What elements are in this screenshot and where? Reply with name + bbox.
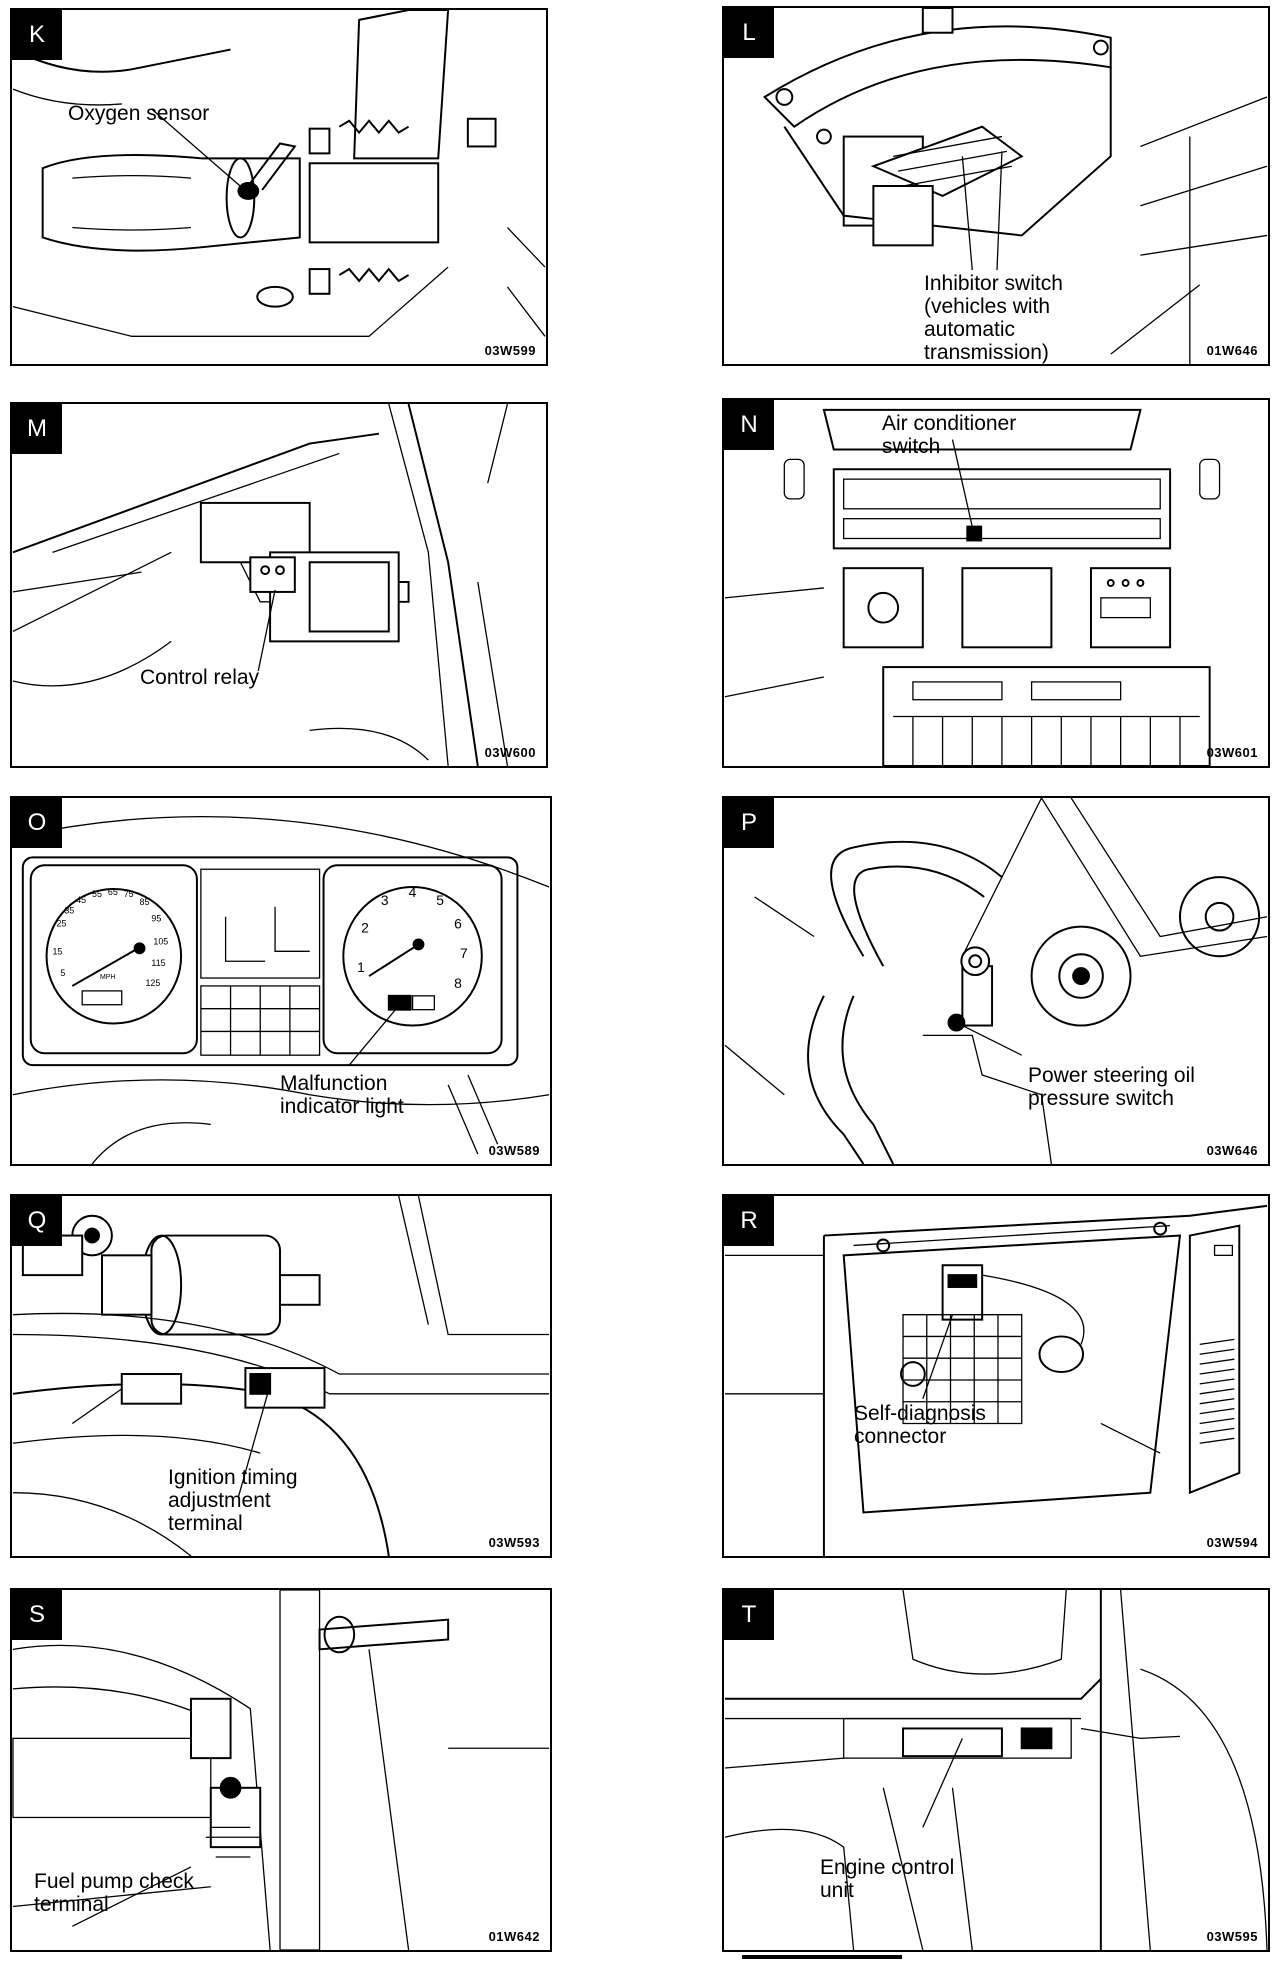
tacho-tick: 6: [454, 916, 462, 932]
panel-t-letter: T: [724, 1590, 774, 1640]
engine-control-unit-label-line-1: Engine control: [820, 1856, 955, 1879]
tacho-tick: 1: [357, 959, 365, 975]
ignition-timing-label-line-1: Ignition timing: [168, 1466, 298, 1489]
inhibitor-switch-illustration: [763, 8, 1268, 364]
panel-s-code: 01W642: [488, 1929, 540, 1944]
speedo-ticks: 25 35 45 55 65 75 85 95 105 115 125 15 5: [52, 887, 168, 988]
panel-q: Q Ignition timing adjustment terminal 03…: [10, 1194, 552, 1558]
malfunction-indicator-label-line-1: Malfunction: [280, 1072, 388, 1095]
malfunction-indicator-label: Malfunction indicator light: [280, 1072, 404, 1118]
self-diagnosis-label-line-2: connector: [854, 1425, 947, 1448]
tacho-tick: 8: [454, 975, 462, 991]
speedo-tick: 25: [56, 919, 66, 929]
tacho-tick: 4: [409, 884, 417, 900]
panel-l: L Inhibitor switch (vehicles with automa…: [722, 6, 1270, 366]
footer-rule: [742, 1955, 902, 1959]
control-relay-illustration: [12, 404, 509, 766]
oxygen-sensor-label-line-1: Oxygen sensor: [68, 102, 210, 125]
panel-l-letter: L: [724, 8, 774, 58]
panel-m: M Control relay 03W600: [10, 402, 548, 768]
air-conditioner-switch-illustration: [724, 408, 1221, 766]
ignition-timing-label-line-2: adjustment: [168, 1489, 271, 1512]
panel-n-letter: N: [724, 400, 774, 450]
panel-n-code: 03W601: [1206, 745, 1258, 760]
speedo-tick: 5: [60, 968, 65, 978]
inhibitor-switch-label-line-2: (vehicles with: [924, 295, 1051, 318]
engine-control-unit-illustration: [724, 1590, 1268, 1950]
engine-control-unit-label-line-2: unit: [820, 1879, 854, 1902]
panel-r-letter: R: [724, 1196, 774, 1246]
fuel-pump-label: Fuel pump check terminal: [34, 1870, 194, 1916]
panel-l-code: 01W646: [1206, 343, 1258, 358]
speedo-tick: 95: [151, 914, 161, 924]
power-steering-label: Power steering oil pressure switch: [1028, 1064, 1195, 1110]
panel-o: MPH 25 35 45 55 65 75 85 95 105 115 125 …: [10, 796, 552, 1166]
inhibitor-switch-label-line-3: automatic: [924, 318, 1016, 341]
speedo-tick: 45: [76, 895, 86, 905]
panel-q-code: 03W593: [488, 1535, 540, 1550]
self-diagnosis-connector-illustration: [725, 1204, 1268, 1556]
speedo-tick: 105: [153, 936, 168, 946]
panel-o-letter: O: [12, 798, 62, 848]
instrument-cluster-illustration: MPH 25 35 45 55 65 75 85 95 105 115 125 …: [12, 816, 550, 1164]
self-diagnosis-label-line-1: Self-diagnosis: [854, 1402, 986, 1425]
oxygen-sensor-label: Oxygen sensor: [68, 102, 209, 125]
air-conditioner-switch-label: Air conditioner switch: [882, 412, 1016, 458]
tacho-ticks: 1 2 3 4 5 6 7 8: [357, 884, 468, 991]
speedo-tick: 55: [92, 889, 102, 899]
fuel-pump-label-line-1: Fuel pump check: [34, 1870, 194, 1893]
panel-t: T Engine control unit 03W595: [722, 1588, 1270, 1952]
panel-m-letter: M: [12, 404, 62, 454]
panel-k-letter: K: [12, 10, 62, 60]
panel-m-code: 03W600: [484, 745, 536, 760]
fuel-pump-label-line-2: terminal: [34, 1893, 109, 1916]
panel-r-code: 03W594: [1206, 1535, 1258, 1550]
inhibitor-switch-label-line-1: Inhibitor switch: [924, 272, 1063, 295]
air-conditioner-switch-label-line-1: Air conditioner: [882, 412, 1017, 435]
panel-r: R Self-diagnosis connector 03W594: [722, 1194, 1270, 1558]
oxygen-sensor-illustration: [12, 10, 546, 337]
speedo-tick: 115: [151, 958, 165, 968]
speedo-tick: 125: [145, 978, 160, 988]
inhibitor-switch-label: Inhibitor switch (vehicles with automati…: [924, 272, 1063, 364]
speedo-tick: 85: [140, 897, 150, 907]
panel-p-code: 03W646: [1206, 1143, 1258, 1158]
power-steering-label-line-2: pressure switch: [1028, 1087, 1174, 1110]
panel-k: K Oxygen sensor 03W599: [10, 8, 548, 366]
panel-o-code: 03W589: [488, 1143, 540, 1158]
air-conditioner-switch-label-line-2: switch: [882, 435, 941, 458]
panel-q-letter: Q: [12, 1196, 62, 1246]
speedo-tick: 75: [124, 889, 134, 899]
tacho-tick: 3: [381, 892, 389, 908]
ignition-timing-label-line-3: terminal: [168, 1512, 243, 1535]
speedo-tick: 65: [108, 887, 118, 897]
inhibitor-switch-label-line-4: transmission): [924, 341, 1049, 364]
tacho-tick: 7: [460, 945, 468, 961]
panel-t-code: 03W595: [1206, 1929, 1258, 1944]
panel-s-letter: S: [12, 1590, 62, 1640]
speedo-tick: 15: [52, 946, 62, 956]
malfunction-indicator-label-line-2: indicator light: [280, 1095, 404, 1118]
panel-p: P Power steering oil pressure switch 03W…: [722, 796, 1270, 1166]
control-relay-label-line-1: Control relay: [140, 666, 260, 689]
speedo-unit: MPH: [100, 974, 115, 981]
power-steering-label-line-1: Power steering oil: [1028, 1064, 1195, 1087]
panel-n: N Air conditioner switch 03W601: [722, 398, 1270, 768]
tacho-tick: 5: [436, 892, 444, 908]
self-diagnosis-label: Self-diagnosis connector: [854, 1402, 986, 1448]
tacho-tick: 2: [361, 920, 369, 936]
panel-s: S Fuel pump check terminal 01W642: [10, 1588, 552, 1952]
ignition-timing-label: Ignition timing adjustment terminal: [168, 1466, 298, 1535]
fuel-pump-terminal-illustration: [12, 1590, 550, 1950]
power-steering-switch-illustration: [724, 798, 1268, 1164]
panel-p-letter: P: [724, 798, 774, 848]
panel-k-code: 03W599: [484, 343, 536, 358]
engine-control-unit-label: Engine control unit: [820, 1856, 954, 1902]
ignition-timing-terminal-illustration: [12, 1196, 550, 1556]
speedo-tick: 35: [64, 906, 74, 916]
control-relay-label: Control relay: [140, 666, 259, 689]
